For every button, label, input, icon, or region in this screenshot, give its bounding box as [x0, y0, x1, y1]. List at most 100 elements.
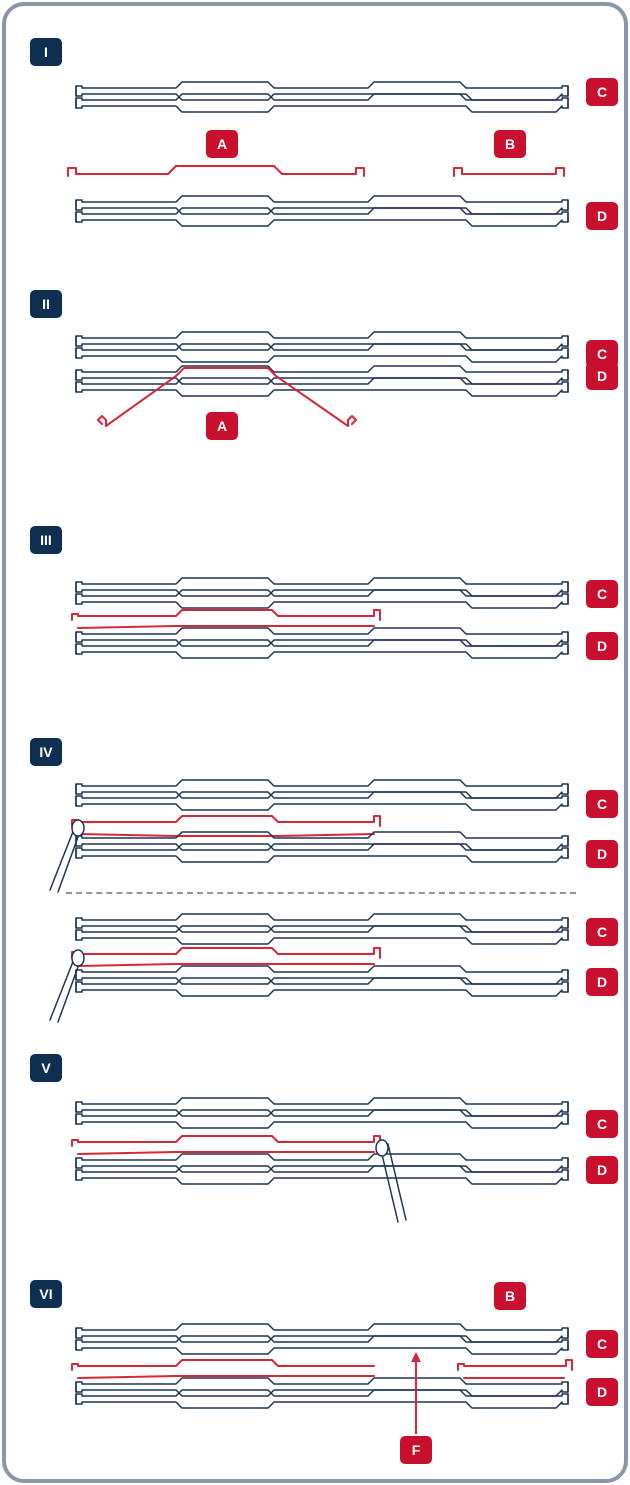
- belt-wire: [75, 1327, 569, 1343]
- label-d-step-iv-a: D: [586, 840, 618, 868]
- belt-wire: [75, 589, 569, 605]
- belt-wire: [75, 195, 569, 211]
- belt-wire: [75, 639, 569, 655]
- step-badge-v: V: [30, 1054, 62, 1082]
- belt-wire: [75, 929, 569, 945]
- belt-wire: [75, 377, 569, 393]
- belt-wire: [75, 917, 569, 933]
- wire-a-inserted-path: [97, 367, 357, 427]
- label-f-step-vi: F: [400, 1436, 432, 1464]
- belt-wire: [75, 331, 569, 347]
- replacement-wires-step-vi: [71, 1359, 573, 1379]
- belt-wire: [75, 369, 569, 385]
- belt-wire: [75, 643, 569, 659]
- belt-row-c-step-iv-b: [75, 913, 569, 945]
- replacement-wire-a-step-iii: [71, 609, 381, 629]
- belt-row-c-step-ii: [75, 331, 569, 363]
- label-c-step-vi: C: [586, 1330, 618, 1358]
- belt-row-d-step-vi: [75, 1377, 569, 1409]
- belt-wire: [75, 1381, 569, 1397]
- belt-wire: [75, 779, 569, 795]
- belt-wire: [75, 795, 569, 811]
- belt-wire: [75, 847, 569, 863]
- label-b-step-vi: B: [494, 1282, 526, 1310]
- belt-row-c-step-vi: [75, 1323, 569, 1355]
- belt-wire: [75, 593, 569, 609]
- belt-row-d-step-v: [75, 1153, 569, 1185]
- belt-row-c-step-i: [75, 81, 569, 113]
- label-c-step-i: C: [586, 78, 618, 106]
- belt-wire: [75, 381, 569, 397]
- label-d-step-i: D: [586, 202, 618, 230]
- belt-wire: [75, 1157, 569, 1173]
- belt-wire: [75, 85, 569, 101]
- step-badge-iii: III: [30, 526, 62, 554]
- belt-wire: [75, 581, 569, 597]
- step-badge-i: I: [30, 38, 62, 66]
- label-d-step-iii: D: [586, 632, 618, 660]
- label-c-step-v: C: [586, 1110, 618, 1138]
- belt-wire: [75, 1389, 569, 1405]
- belt-wire: [75, 343, 569, 359]
- belt-wire: [75, 81, 569, 97]
- label-c-step-iv-a: C: [586, 790, 618, 818]
- belt-wire: [75, 365, 569, 381]
- label-a-step-i: A: [206, 130, 238, 158]
- belt-wire: [75, 93, 569, 109]
- replacement-wire-a-step-i: [67, 165, 565, 177]
- spring-hook-tool-icon: [49, 949, 85, 1023]
- belt-wire: [75, 631, 569, 647]
- belt-wire: [75, 783, 569, 799]
- belt-wire: [75, 97, 569, 113]
- wire-b-path: [453, 167, 565, 177]
- label-c-step-iii: C: [586, 580, 618, 608]
- belt-wire: [75, 1323, 569, 1339]
- wire-a-path: [67, 165, 365, 177]
- belt-wire: [75, 1101, 569, 1117]
- spring-hook-tool-icon: [375, 1139, 407, 1223]
- belt-wire: [75, 627, 569, 643]
- belt-wire: [75, 791, 569, 807]
- belt-row-c-step-v: [75, 1097, 569, 1129]
- belt-wire: [75, 1169, 569, 1185]
- label-c-step-iv-b: C: [586, 918, 618, 946]
- belt-wire: [75, 925, 569, 941]
- arrow-up-icon: [411, 1352, 421, 1434]
- label-d-step-ii: D: [586, 362, 618, 390]
- belt-wire: [75, 1153, 569, 1169]
- belt-wire: [75, 577, 569, 593]
- step-badge-vi: VI: [30, 1280, 62, 1308]
- belt-row-d-step-i: [75, 195, 569, 227]
- belt-wire: [75, 1097, 569, 1113]
- belt-wire: [75, 1165, 569, 1181]
- belt-wire: [75, 1335, 569, 1351]
- belt-row-d-step-ii: [75, 365, 569, 397]
- label-d-step-iv-b: D: [586, 968, 618, 996]
- belt-wire: [75, 831, 569, 847]
- label-b-step-i: B: [494, 130, 526, 158]
- belt-row-d-step-iii: [75, 627, 569, 659]
- belt-wire: [75, 835, 569, 851]
- belt-wire: [75, 977, 569, 993]
- divider-step-iv: [66, 892, 576, 894]
- belt-row-d-step-iv-a: [75, 831, 569, 863]
- belt-wire: [75, 207, 569, 223]
- belt-wire: [75, 1109, 569, 1125]
- belt-wire: [75, 199, 569, 215]
- belt-wire: [75, 1113, 569, 1129]
- belt-wire: [75, 1393, 569, 1409]
- step-badge-iv: IV: [30, 738, 62, 766]
- belt-wire: [75, 335, 569, 351]
- belt-row-c-step-iv-a: [75, 779, 569, 811]
- belt-wire: [75, 347, 569, 363]
- belt-wire: [75, 965, 569, 981]
- belt-wire: [75, 1377, 569, 1393]
- replacement-wire-a-step-ii: [97, 367, 357, 427]
- label-d-step-vi: D: [586, 1378, 618, 1406]
- spring-hook-tool-icon: [49, 819, 85, 893]
- label-a-step-ii: A: [206, 412, 238, 440]
- belt-wire: [75, 211, 569, 227]
- belt-row-d-step-iv-b: [75, 965, 569, 997]
- belt-wire: [75, 969, 569, 985]
